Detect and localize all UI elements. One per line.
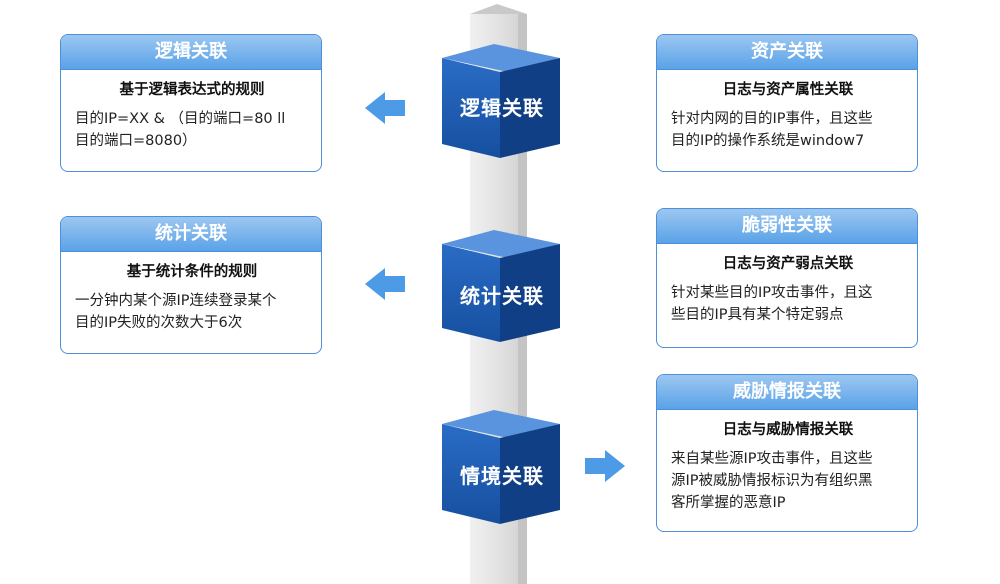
arrow-right-context-icon: [585, 450, 625, 482]
card-vulnerability-correlation: 脆弱性关联 日志与资产弱点关联 针对某些目的IP攻击事件，且这 些目的IP具有某…: [656, 208, 918, 348]
card-title: 脆弱性关联: [657, 209, 917, 244]
stage-cube-statistic: [442, 230, 560, 342]
card-description: 目的IP=XX & （目的端口=80 ll 目的端口=8080）: [75, 111, 286, 149]
card-description: 一分钟内某个源IP连续登录某个 目的IP失败的次数大于6次: [75, 293, 277, 331]
stage-cube-context: [442, 410, 560, 524]
card-subtitle: 基于逻辑表达式的规则: [119, 82, 265, 98]
stage-label-statistic: 统计关联: [460, 284, 544, 308]
card-subtitle: 日志与资产弱点关联: [722, 256, 854, 272]
card-threat-intel-correlation: 威胁情报关联 日志与威胁情报关联 来自某些源IP攻击事件，且这些 源IP被威胁情…: [656, 374, 918, 532]
card-title: 威胁情报关联: [657, 375, 917, 410]
card-subtitle: 基于统计条件的规则: [126, 264, 258, 280]
card-statistic-correlation: 统计关联 基于统计条件的规则 一分钟内某个源IP连续登录某个 目的IP失败的次数…: [60, 216, 322, 354]
stage-label-context: 情境关联: [460, 464, 544, 488]
card-description: 针对某些目的IP攻击事件，且这 些目的IP具有某个特定弱点: [671, 285, 873, 323]
card-description: 针对内网的目的IP事件，且这些 目的IP的操作系统是window7: [671, 111, 873, 149]
stage-label-logic: 逻辑关联: [460, 96, 544, 120]
card-logic-correlation: 逻辑关联 基于逻辑表达式的规则 目的IP=XX & （目的端口=80 ll 目的…: [60, 34, 322, 172]
card-description: 来自某些源IP攻击事件，且这些 源IP被威胁情报标识为有组织黑 客所掌握的恶意I…: [671, 451, 873, 511]
card-title: 统计关联: [61, 217, 321, 252]
arrow-left-logic-icon: [365, 92, 405, 124]
card-title: 逻辑关联: [61, 35, 321, 70]
card-title: 资产关联: [657, 35, 917, 70]
stage-cube-logic: [442, 44, 560, 158]
card-asset-correlation: 资产关联 日志与资产属性关联 针对内网的目的IP事件，且这些 目的IP的操作系统…: [656, 34, 918, 172]
card-subtitle: 日志与威胁情报关联: [722, 422, 854, 438]
arrow-left-statistic-icon: [365, 268, 405, 300]
card-subtitle: 日志与资产属性关联: [722, 82, 854, 98]
